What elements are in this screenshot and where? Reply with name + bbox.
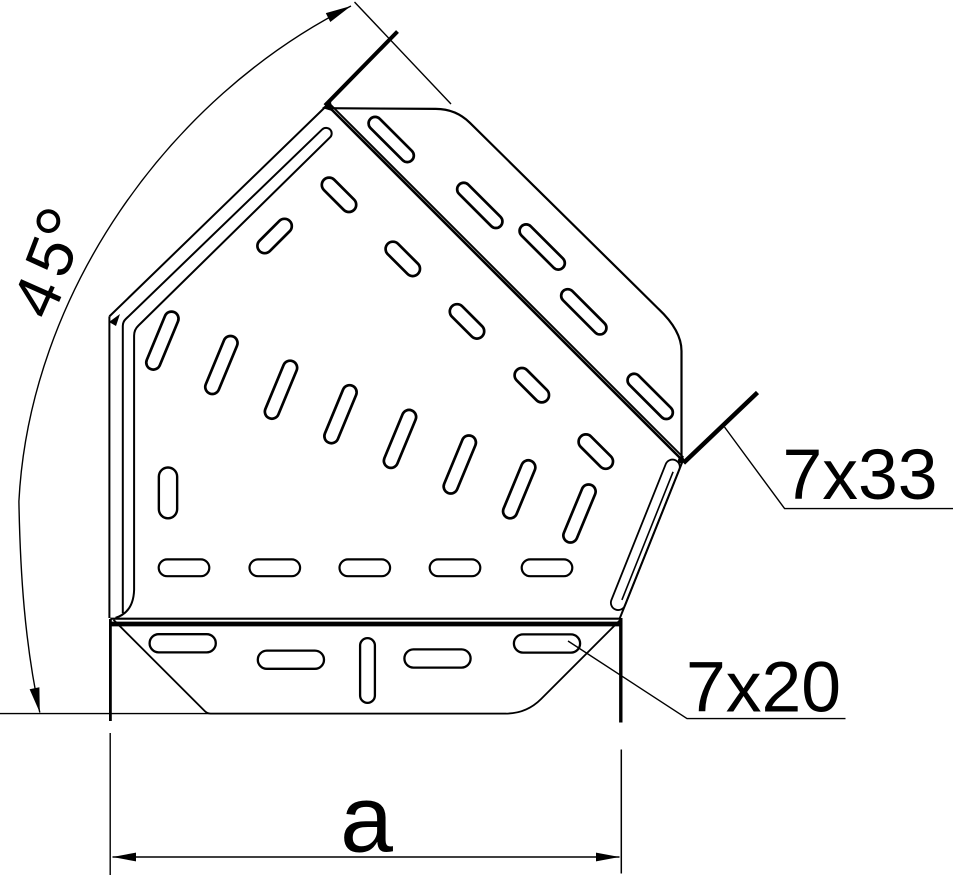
svg-text:7x20: 7x20 [686,648,841,728]
svg-text:7x33: 7x33 [783,435,938,515]
svg-text:a: a [340,767,393,873]
